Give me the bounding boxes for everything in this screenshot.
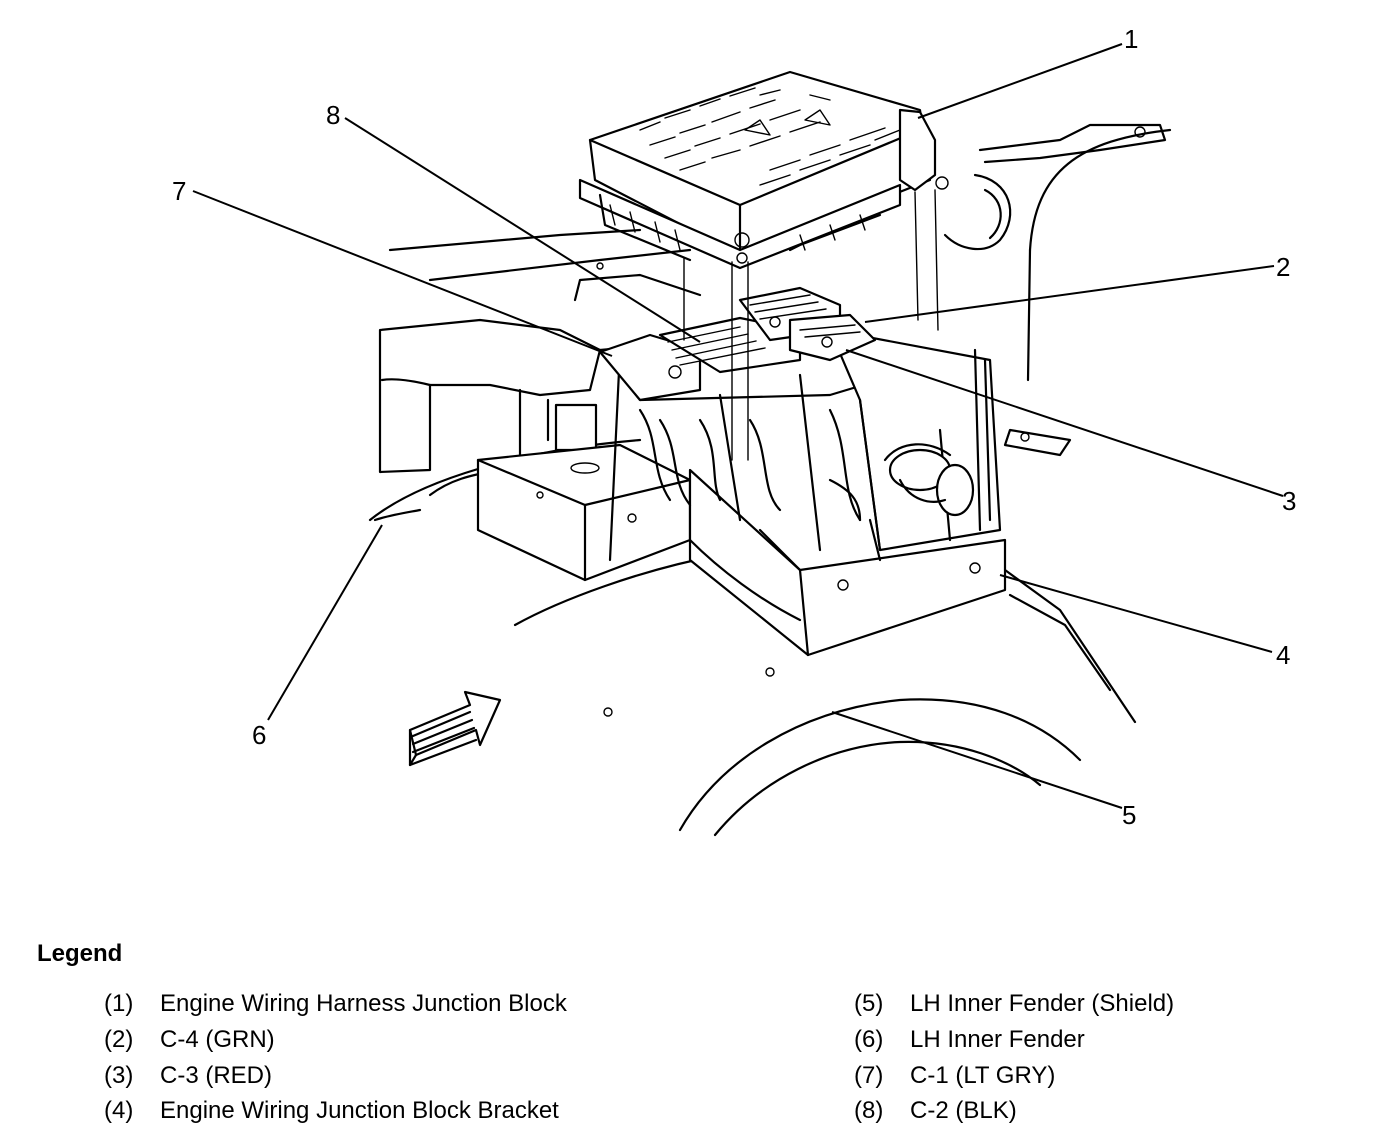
junction-block-illustration: 1 2 3 4 5 6 7 8 [172, 24, 1296, 837]
legend-item-3: (3) C-3 (RED) [104, 1062, 272, 1090]
legend-item-text: C-4 (GRN) [160, 1026, 275, 1053]
legend-item-text: C-3 (RED) [160, 1062, 272, 1089]
legend-item-number: (8) [854, 1097, 884, 1124]
legend-item-text: Engine Wiring Junction Block Bracket [160, 1097, 559, 1124]
legend-item-6: (6) LH Inner Fender [854, 1026, 1085, 1054]
connector-tops [598, 286, 877, 402]
engine-wiring-harness-junction-block [578, 70, 949, 270]
callout-4: 4 [1276, 640, 1290, 670]
legend-item-number: (5) [854, 990, 884, 1017]
callout-6: 6 [252, 720, 266, 750]
legend-item-text: LH Inner Fender [910, 1026, 1085, 1053]
legend-item-1: (1) Engine Wiring Harness Junction Block [104, 990, 567, 1018]
legend-item-7: (7) C-1 (LT GRY) [854, 1062, 1055, 1090]
legend-title: Legend [37, 940, 123, 967]
legend-item-number: (3) [104, 1062, 134, 1089]
front-arrow-icon [408, 690, 502, 767]
legend-item-2: (2) C-4 (GRN) [104, 1026, 275, 1054]
legend-item-number: (4) [104, 1097, 134, 1124]
callout-leaders [192, 43, 1284, 809]
callout-2: 2 [1276, 252, 1290, 282]
callout-3: 3 [1282, 486, 1296, 516]
callout-8: 8 [326, 100, 340, 130]
legend-item-number: (1) [104, 990, 134, 1017]
callout-labels: 1 2 3 4 5 6 7 8 [172, 24, 1296, 830]
callout-5: 5 [1122, 800, 1136, 830]
legend-item-number: (2) [104, 1026, 134, 1053]
legend-item-text: Engine Wiring Harness Junction Block [160, 990, 567, 1017]
legend-item-text: LH Inner Fender (Shield) [910, 990, 1175, 1017]
legend-item-text: C-2 (BLK) [910, 1097, 1017, 1124]
legend-item-8: (8) C-2 (BLK) [854, 1097, 1017, 1125]
callout-1: 1 [1124, 24, 1138, 54]
lh-inner-fender-shape [368, 123, 1172, 837]
legend-item-5: (5) LH Inner Fender (Shield) [854, 990, 1174, 1018]
callout-7: 7 [172, 176, 186, 206]
legend-item-number: (6) [854, 1026, 884, 1053]
legend-item-4: (4) Engine Wiring Junction Block Bracket [104, 1097, 559, 1125]
assembly-guide-lines [683, 189, 939, 461]
legend-item-number: (7) [854, 1062, 884, 1089]
legend-item-text: C-1 (LT GRY) [910, 1062, 1056, 1089]
junction-block-bracket [476, 443, 1007, 657]
